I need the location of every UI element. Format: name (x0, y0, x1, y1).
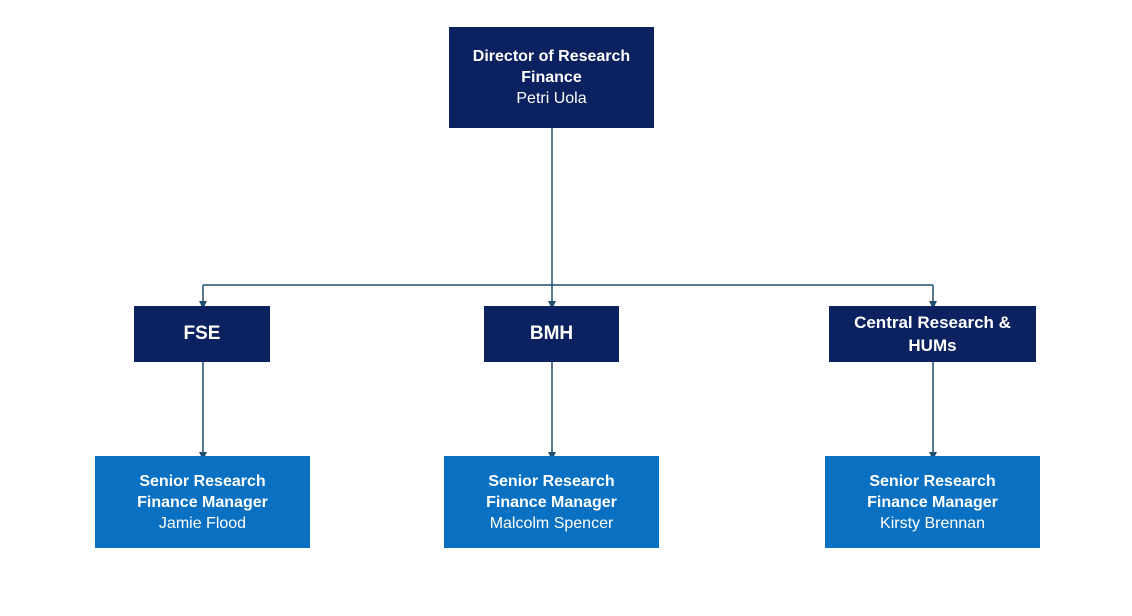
manager-title-line1: Senior Research (869, 472, 996, 490)
group-label-central-line1: Central Research & (854, 313, 1011, 332)
manager-name-bmh: Malcolm Spencer (489, 514, 614, 532)
group-label-central-line2: HUMs (908, 336, 957, 355)
group-box-bmh: BMH (484, 306, 619, 362)
group-label-fse: FSE (183, 323, 221, 344)
manager-title-line2: Finance Manager (486, 493, 617, 511)
director-title-line1: Director of Research (472, 48, 631, 65)
director-name: Petri Uola (516, 90, 587, 107)
manager-title-line2: Finance Manager (137, 493, 268, 511)
manager-box-fse: Senior Research Finance Manager Jamie Fl… (95, 456, 310, 548)
manager-title-line1: Senior Research (139, 472, 266, 490)
group-label-bmh: BMH (529, 323, 574, 344)
group-box-fse: FSE (134, 306, 270, 362)
director-title-line2: Finance (521, 69, 582, 86)
director-box: Director of Research Finance Petri Uola (449, 27, 654, 128)
manager-name-central-research: Kirsty Brennan (880, 514, 985, 532)
manager-box-bmh: Senior Research Finance Manager Malcolm … (444, 456, 659, 548)
manager-title-line1: Senior Research (488, 472, 615, 490)
group-box-central-research: Central Research & HUMs (829, 306, 1036, 362)
manager-name-fse: Jamie Flood (158, 514, 247, 532)
manager-box-central-research: Senior Research Finance Manager Kirsty B… (825, 456, 1040, 548)
manager-title-line2: Finance Manager (867, 493, 998, 511)
